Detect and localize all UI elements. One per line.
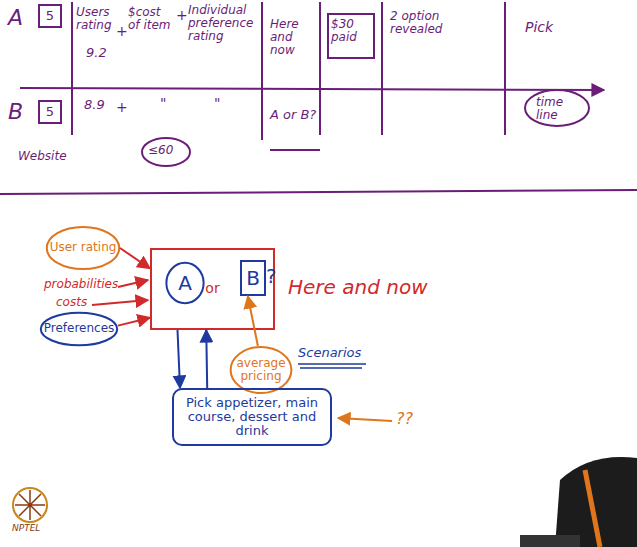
ditto-mark: " — [160, 96, 174, 111]
rating-value: 9.2 — [86, 46, 116, 60]
plus-sign: + — [116, 100, 130, 115]
question-note: ?? — [396, 410, 426, 428]
input-arrow — [92, 300, 148, 305]
timeline-label: time line — [536, 96, 580, 122]
desk-edge — [520, 535, 580, 547]
option-box: B? — [240, 260, 266, 296]
node-text: B — [246, 267, 260, 289]
timeline-arrow — [20, 88, 604, 90]
stage-note: Here and now — [288, 276, 448, 298]
presenter-stripe — [585, 470, 600, 547]
pointer-arrow — [338, 418, 392, 421]
menu-box: Pick appetizer, main course, dessert and… — [172, 388, 332, 446]
logo-spokes — [15, 490, 45, 520]
rating-value: 8.9 — [84, 98, 114, 112]
ditto-mark: " — [214, 96, 228, 111]
node-text: 5 — [46, 105, 54, 119]
option-box: 5 — [38, 4, 62, 28]
price-box — [328, 14, 374, 58]
flow-arrow — [120, 248, 150, 269]
column-heading: Individual preference rating — [188, 4, 258, 44]
input-ellipse: Preferences — [40, 312, 118, 346]
ellipse-outline — [166, 263, 203, 303]
plus-sign: + — [116, 24, 130, 39]
presenter-silhouette — [520, 457, 637, 547]
underline — [298, 364, 366, 368]
input-label: probabilities — [44, 278, 124, 291]
ellipse-outline — [231, 347, 292, 393]
flow-arrow — [205, 330, 208, 388]
presenter-body — [555, 457, 637, 547]
column-heading: Here and now — [270, 18, 316, 58]
logo-ring — [13, 488, 47, 522]
row-letter: B — [8, 100, 38, 124]
node-text: User rating — [50, 241, 117, 254]
column-heading: 2 option revealed — [390, 10, 454, 36]
section-separator — [0, 190, 637, 194]
question-note: A or B? — [270, 108, 322, 122]
underline — [270, 149, 320, 151]
row-letter: A — [8, 6, 38, 30]
column-heading: Pick — [525, 20, 575, 35]
flow-arrow — [118, 318, 150, 326]
row-note: Website — [18, 150, 78, 163]
ellipse-outline — [47, 227, 120, 269]
ellipse-outline — [41, 313, 117, 346]
limit-circle — [142, 138, 190, 166]
column-heading: $30 paid — [331, 18, 373, 44]
decision-box: or A B? — [150, 248, 275, 330]
scenario-note: Scenarios — [298, 346, 378, 360]
flow-arrow — [178, 330, 181, 388]
column-heading: $cost of item — [128, 6, 174, 32]
timeline-circle — [525, 90, 589, 126]
node-side-text: ? — [264, 264, 277, 288]
logo-text: NPTEL — [12, 524, 56, 534]
limit-value: ≤60 — [148, 144, 188, 157]
input-label: costs — [56, 296, 106, 309]
input-ellipse: User rating — [46, 226, 120, 270]
column-divider — [72, 2, 505, 140]
node-text: or — [205, 281, 219, 296]
node-text: Pick appetizer, main course, dessert and… — [174, 396, 330, 439]
input-arrow — [118, 280, 148, 287]
flow-arrow — [248, 296, 258, 346]
option-circle: A — [166, 262, 204, 304]
column-heading: Users rating — [76, 6, 116, 32]
node-text: average pricing — [230, 357, 292, 383]
scenario-ellipse: average pricing — [230, 346, 292, 394]
nptel-logo — [13, 488, 47, 522]
node-text: A — [178, 272, 192, 294]
option-box: 5 — [38, 100, 62, 124]
node-text: Preferences — [44, 322, 115, 335]
node-text: 5 — [46, 9, 54, 23]
plus-sign: + — [176, 8, 188, 23]
